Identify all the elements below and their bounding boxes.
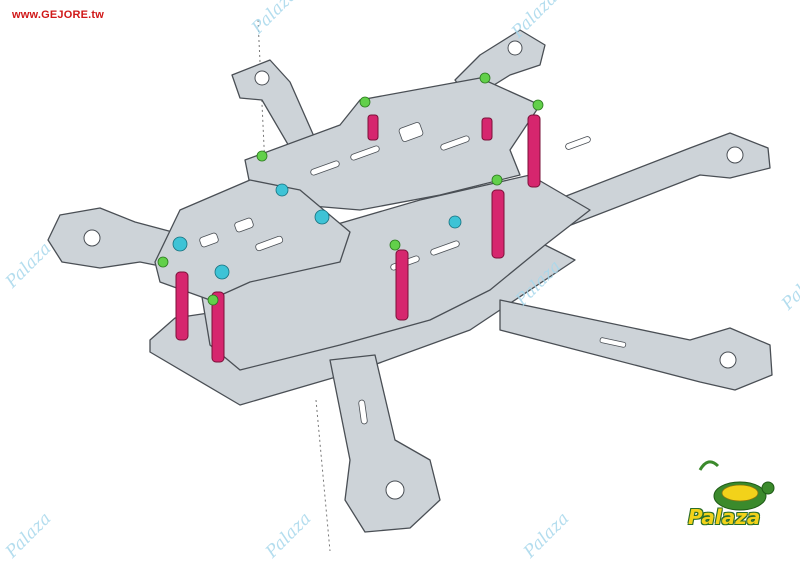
plate-slot [430, 240, 460, 256]
plate-slot [350, 145, 380, 161]
screw-head [207, 294, 219, 306]
screw-head [157, 256, 169, 268]
plate-slot [599, 337, 627, 348]
screw-head [532, 99, 544, 111]
standoff [211, 291, 225, 363]
site-url[interactable]: www.GEJORE.tw [12, 9, 105, 21]
standoff [175, 271, 189, 341]
arm-front-right [499, 299, 773, 391]
plate-slot [440, 135, 470, 151]
screw-head [491, 174, 503, 186]
standoff [491, 189, 505, 259]
motor-mount-hole [83, 229, 101, 247]
screw-head [314, 209, 330, 225]
motor-mount-hole [254, 70, 270, 86]
motor-mount-hole [726, 146, 744, 164]
plate-slot [358, 399, 368, 425]
plate-slot [565, 136, 591, 150]
motor-mount-hole [507, 40, 523, 56]
standoff [481, 117, 493, 141]
motor-mount-hole [719, 351, 737, 369]
screw-head [172, 236, 188, 252]
screw-head [275, 183, 289, 197]
logo-text: Palaza [688, 505, 761, 529]
screw-head [359, 96, 371, 108]
screw-head [479, 72, 491, 84]
standoff [527, 114, 541, 188]
screw-head [448, 215, 462, 229]
screw-head [389, 239, 401, 251]
plate-slot [310, 160, 340, 176]
arm-front [329, 354, 441, 533]
standoff [367, 114, 379, 141]
turtle-logo-icon [698, 460, 775, 511]
motor-mount-hole [385, 480, 405, 500]
standoff [395, 249, 409, 321]
plate-slot [234, 217, 254, 233]
plate-slot [398, 122, 424, 142]
construction-line [315, 399, 331, 551]
plate-slot [199, 232, 219, 248]
screw-head [256, 150, 268, 162]
plate-slot [255, 235, 284, 252]
screw-head [214, 264, 230, 280]
